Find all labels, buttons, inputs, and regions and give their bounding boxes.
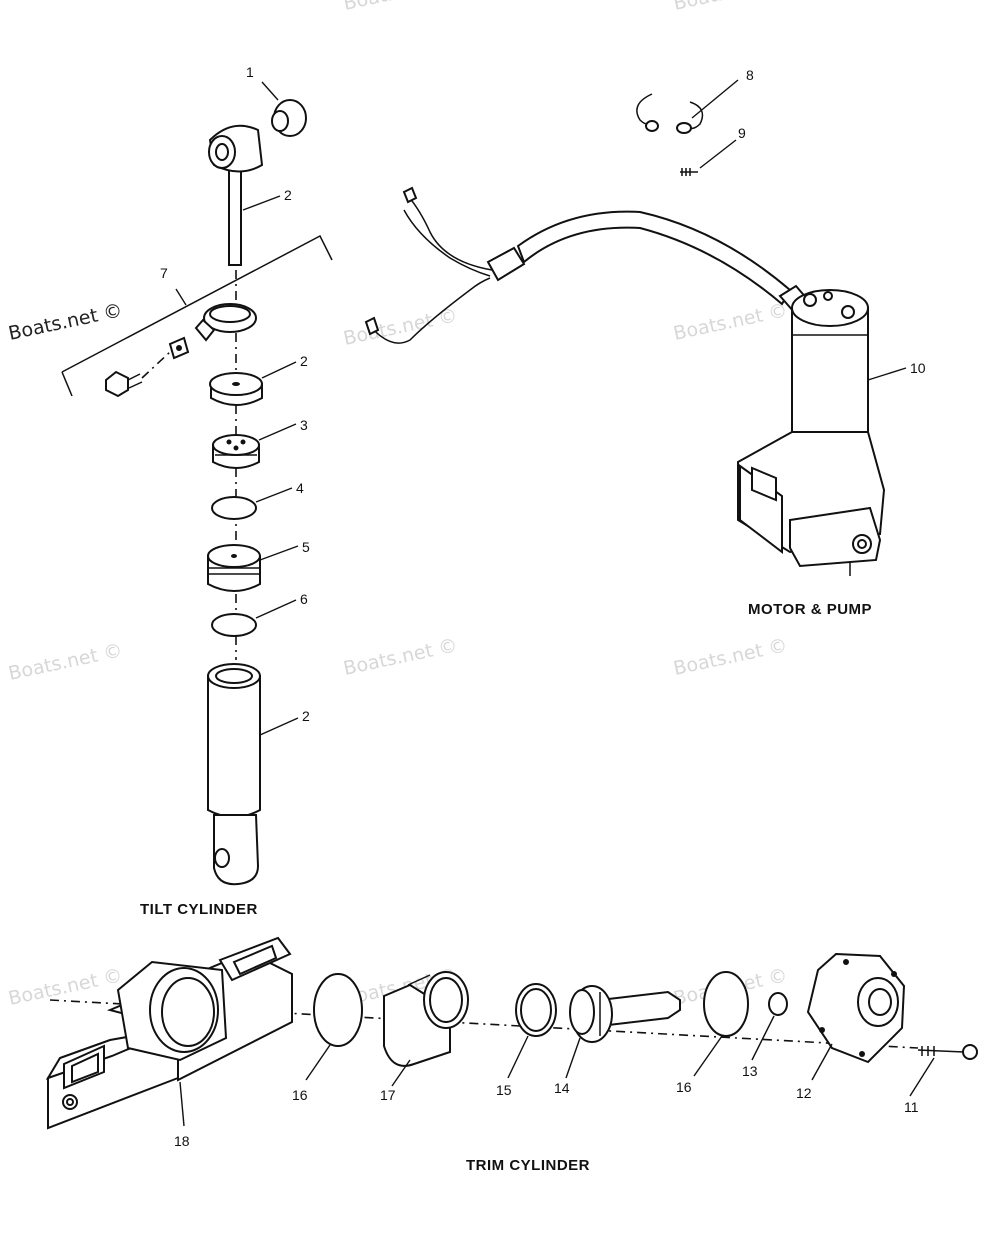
callout-17: 17 xyxy=(380,1087,396,1103)
callout-6: 6 xyxy=(300,591,308,607)
watermark-layer: Boats.net © Boats.net © Boats.net © Boats.n… xyxy=(6,0,789,1010)
watermark-text: Boats.net © xyxy=(341,0,459,15)
part-7-clamp-group xyxy=(61,234,333,398)
callout-16-right: 16 xyxy=(676,1079,692,1095)
part-5-piston xyxy=(207,544,299,592)
callout-16-left: 16 xyxy=(292,1087,308,1103)
part-8-retaining-clips xyxy=(636,79,739,134)
part-13-check-ball xyxy=(751,992,788,1061)
part-14-piston-rod xyxy=(565,985,681,1079)
part-16-o-ring-small xyxy=(693,971,749,1077)
watermark-text: Boats.net © xyxy=(671,0,789,15)
part-12-end-cap xyxy=(806,952,906,1081)
callout-1: 1 xyxy=(246,64,254,80)
part-10-motor-pump xyxy=(737,284,907,576)
part-2-eye-rod xyxy=(208,124,281,266)
part-3-gland xyxy=(212,423,297,469)
callout-8: 8 xyxy=(746,67,754,83)
watermark-text: Boats.net © xyxy=(6,299,124,345)
part-1-bushing xyxy=(261,81,307,137)
callout-10: 10 xyxy=(910,360,926,376)
part-15-seal-ring xyxy=(507,983,557,1079)
watermark-text: Boats.net © xyxy=(671,634,789,680)
callout-numbers: 1 2 7 2 3 4 5 6 2 8 9 10 16 17 15 14 16 … xyxy=(160,64,926,1149)
section-title-tilt: TILT CYLINDER xyxy=(140,901,258,918)
part-2-cap xyxy=(209,361,297,406)
watermark-text: Boats.net © xyxy=(341,634,459,680)
watermark-text: Boats.net © xyxy=(671,299,789,345)
callout-18: 18 xyxy=(174,1133,190,1149)
callout-12: 12 xyxy=(796,1085,812,1101)
wire-harness xyxy=(364,186,792,344)
part-9-screw xyxy=(680,139,737,176)
callout-5: 5 xyxy=(302,539,310,555)
part-4-o-ring xyxy=(211,487,293,520)
section-title-motor: MOTOR & PUMP xyxy=(748,601,872,618)
part-11-bolt xyxy=(909,1044,978,1097)
callout-2-cap: 2 xyxy=(300,353,308,369)
part-2-cylinder xyxy=(207,663,299,886)
motor-pump-assembly xyxy=(364,79,907,576)
tilt-cylinder-assembly xyxy=(61,81,333,886)
part-16-o-ring-large xyxy=(305,973,363,1081)
part-17-sleeve xyxy=(383,971,469,1087)
section-title-trim: TRIM CYLINDER xyxy=(466,1157,590,1174)
callout-4: 4 xyxy=(296,480,304,496)
callout-15: 15 xyxy=(496,1082,512,1098)
part-18-trim-housing xyxy=(45,936,293,1130)
callout-9: 9 xyxy=(738,125,746,141)
callout-13: 13 xyxy=(742,1063,758,1079)
callout-7: 7 xyxy=(160,265,168,281)
callout-14: 14 xyxy=(554,1080,570,1096)
callout-3: 3 xyxy=(300,417,308,433)
part-6-o-ring xyxy=(211,599,297,637)
watermark-text: Boats.net © xyxy=(6,639,124,685)
trim-cylinder-assembly xyxy=(45,936,978,1130)
callout-2-cylinder: 2 xyxy=(302,708,310,724)
callout-2-rod: 2 xyxy=(284,187,292,203)
callout-11: 11 xyxy=(904,1099,919,1115)
